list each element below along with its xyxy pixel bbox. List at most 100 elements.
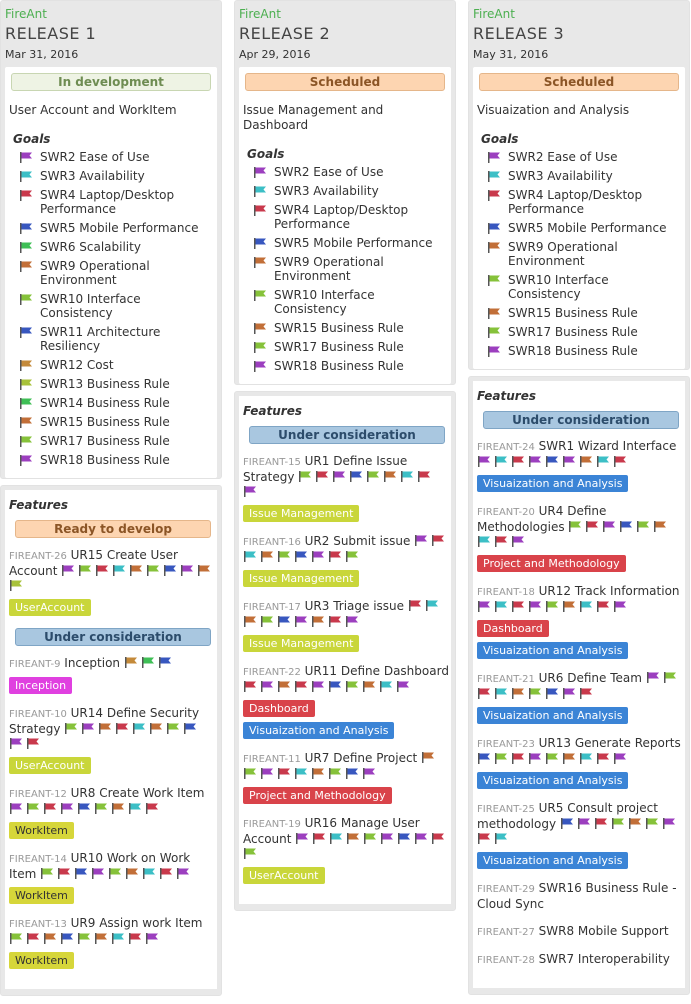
feature-name[interactable]: UR7 Define Project (304, 751, 418, 765)
feature-name[interactable]: UR4 Define Methodologies (477, 504, 607, 534)
theme-tag[interactable]: Dashboard (477, 620, 549, 637)
feature-name[interactable]: UR16 Manage User Account (243, 816, 420, 846)
feature-card[interactable]: FIREANT-28 SWR7 Interoperability (477, 952, 683, 968)
goal-item[interactable]: SWR9 Operational Environment (9, 259, 213, 287)
theme-tag[interactable]: WorkItem (9, 952, 74, 969)
theme-tag[interactable]: UserAccount (9, 757, 91, 774)
theme-tag[interactable]: Visuaization and Analysis (243, 722, 395, 739)
theme-tag[interactable]: Project and Methodology (243, 787, 392, 804)
feature-card[interactable]: FIREANT-9 Inception Inception (9, 656, 215, 694)
feature-id[interactable]: FIREANT-24 (477, 442, 535, 453)
feature-name[interactable]: UR3 Triage issue (304, 599, 405, 613)
feature-id[interactable]: FIREANT-18 (477, 587, 535, 598)
feature-name[interactable]: Inception (64, 656, 121, 670)
feature-id[interactable]: FIREANT-25 (477, 804, 535, 815)
goal-item[interactable]: SWR2 Ease of Use (477, 150, 681, 164)
goal-item[interactable]: SWR9 Operational Environment (477, 240, 681, 268)
theme-tag[interactable]: Visuaization and Analysis (477, 852, 629, 869)
goal-item[interactable]: SWR10 Interface Consistency (243, 288, 447, 316)
theme-tag[interactable]: Issue Management (243, 635, 360, 652)
goal-item[interactable]: SWR4 Laptop/Desktop Performance (243, 203, 447, 231)
goal-item[interactable]: SWR5 Mobile Performance (477, 221, 681, 235)
feature-id[interactable]: FIREANT-22 (243, 667, 301, 678)
goal-item[interactable]: SWR10 Interface Consistency (477, 273, 681, 301)
theme-tag[interactable]: UserAccount (243, 867, 325, 884)
theme-tag[interactable]: Visuaization and Analysis (477, 642, 629, 659)
feature-name[interactable]: UR12 Track Information (538, 584, 680, 598)
goal-item[interactable]: SWR3 Availability (9, 169, 213, 183)
feature-card[interactable]: FIREANT-15 UR1 Define Issue Strategy Iss… (243, 454, 449, 522)
goal-item[interactable]: SWR15 Business Rule (9, 415, 213, 429)
theme-tag[interactable]: Visuaization and Analysis (477, 475, 629, 492)
feature-id[interactable]: FIREANT-16 (243, 537, 301, 548)
feature-name[interactable]: UR2 Submit issue (304, 534, 411, 548)
feature-name[interactable]: UR9 Assign work Item (70, 916, 203, 930)
feature-id[interactable]: FIREANT-10 (9, 709, 67, 720)
goal-item[interactable]: SWR12 Cost (9, 358, 213, 372)
feature-id[interactable]: FIREANT-26 (9, 551, 67, 562)
feature-id[interactable]: FIREANT-27 (477, 927, 535, 938)
feature-card[interactable]: FIREANT-10 UR14 Define Security Strategy… (9, 706, 215, 774)
goal-item[interactable]: SWR5 Mobile Performance (243, 236, 447, 250)
feature-name[interactable]: UR5 Consult project methodology (477, 801, 658, 831)
feature-id[interactable]: FIREANT-20 (477, 507, 535, 518)
feature-id[interactable]: FIREANT-13 (9, 919, 67, 930)
feature-id[interactable]: FIREANT-12 (9, 789, 67, 800)
theme-tag[interactable]: Issue Management (243, 570, 360, 587)
feature-card[interactable]: FIREANT-22 UR11 Define Dashboard Dashboa… (243, 664, 449, 739)
feature-name[interactable]: UR1 Define Issue Strategy (243, 454, 408, 484)
feature-name[interactable]: SWR16 Business Rule - Cloud Sync (477, 881, 677, 911)
feature-name[interactable]: SWR8 Mobile Support (538, 924, 669, 938)
feature-card[interactable]: FIREANT-19 UR16 Manage User Account User… (243, 816, 449, 884)
feature-name[interactable]: UR15 Create User Account (9, 548, 178, 578)
feature-id[interactable]: FIREANT-9 (9, 659, 61, 670)
goal-item[interactable]: SWR9 Operational Environment (243, 255, 447, 283)
feature-card[interactable]: FIREANT-24 SWR1 Wizard Interface Visuaiz… (477, 439, 683, 492)
release-title[interactable]: RELEASE 3 (473, 24, 565, 43)
goal-item[interactable]: SWR3 Availability (243, 184, 447, 198)
goal-item[interactable]: SWR2 Ease of Use (243, 165, 447, 179)
feature-name[interactable]: UR8 Create Work Item (70, 786, 205, 800)
goal-item[interactable]: SWR17 Business Rule (9, 434, 213, 448)
feature-card[interactable]: FIREANT-25 UR5 Consult project methodolo… (477, 801, 683, 869)
goal-item[interactable]: SWR6 Scalability (9, 240, 213, 254)
goal-item[interactable]: SWR17 Business Rule (243, 340, 447, 354)
theme-tag[interactable]: Dashboard (243, 700, 315, 717)
feature-name[interactable]: UR10 Work on Work Item (9, 851, 191, 881)
goal-item[interactable]: SWR18 Business Rule (9, 453, 213, 467)
feature-name[interactable]: UR13 Generate Reports (538, 736, 681, 750)
release-title[interactable]: RELEASE 1 (5, 24, 97, 43)
feature-card[interactable]: FIREANT-23 UR13 Generate Reports Visuaiz… (477, 736, 683, 789)
feature-id[interactable]: FIREANT-23 (477, 739, 535, 750)
theme-tag[interactable]: Inception (9, 677, 73, 694)
feature-id[interactable]: FIREANT-21 (477, 674, 535, 685)
feature-name[interactable]: SWR1 Wizard Interface (538, 439, 677, 453)
feature-card[interactable]: FIREANT-16 UR2 Submit issue Issue Manage… (243, 534, 449, 587)
feature-name[interactable]: UR14 Define Security Strategy (9, 706, 200, 736)
feature-card[interactable]: FIREANT-18 UR12 Track Information Dashbo… (477, 584, 683, 659)
feature-card[interactable]: FIREANT-17 UR3 Triage issue Issue Manage… (243, 599, 449, 652)
project-link[interactable]: FireAnt (473, 7, 515, 21)
feature-id[interactable]: FIREANT-11 (243, 754, 301, 765)
goal-item[interactable]: SWR13 Business Rule (9, 377, 213, 391)
theme-tag[interactable]: Issue Management (243, 505, 360, 522)
feature-card[interactable]: FIREANT-21 UR6 Define Team Visuaization … (477, 671, 683, 724)
feature-id[interactable]: FIREANT-15 (243, 457, 301, 468)
feature-id[interactable]: FIREANT-19 (243, 819, 301, 830)
goal-item[interactable]: SWR4 Laptop/Desktop Performance (9, 188, 213, 216)
goal-item[interactable]: SWR10 Interface Consistency (9, 292, 213, 320)
goal-item[interactable]: SWR15 Business Rule (477, 306, 681, 320)
goal-item[interactable]: SWR2 Ease of Use (9, 150, 213, 164)
feature-card[interactable]: FIREANT-26 UR15 Create User Account User… (9, 548, 215, 616)
feature-card[interactable]: FIREANT-11 UR7 Define Project Project an… (243, 751, 449, 804)
feature-card[interactable]: FIREANT-20 UR4 Define Methodologies Proj… (477, 504, 683, 572)
feature-name[interactable]: SWR7 Interoperability (538, 952, 670, 966)
goal-item[interactable]: SWR3 Availability (477, 169, 681, 183)
feature-card[interactable]: FIREANT-29 SWR16 Business Rule - Cloud S… (477, 881, 683, 912)
goal-item[interactable]: SWR17 Business Rule (477, 325, 681, 339)
theme-tag[interactable]: WorkItem (9, 822, 74, 839)
feature-card[interactable]: FIREANT-14 UR10 Work on Work Item WorkIt… (9, 851, 215, 904)
goal-item[interactable]: SWR18 Business Rule (477, 344, 681, 358)
feature-name[interactable]: UR11 Define Dashboard (304, 664, 449, 678)
goal-item[interactable]: SWR15 Business Rule (243, 321, 447, 335)
